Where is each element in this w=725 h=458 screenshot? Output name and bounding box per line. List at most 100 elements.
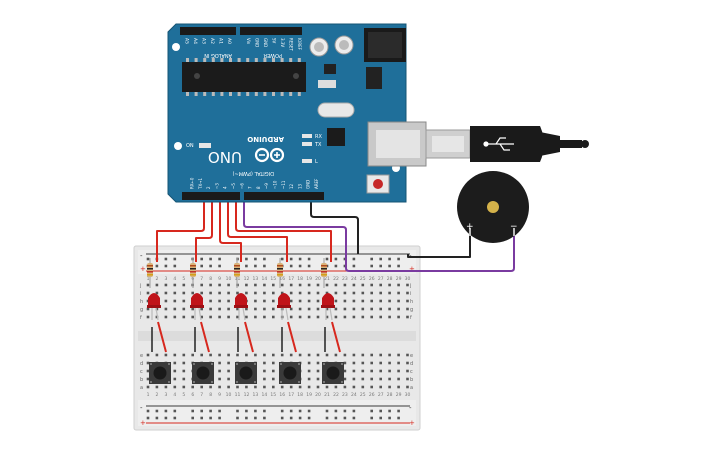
breadboard-hole[interactable] [352,361,356,365]
breadboard-hole[interactable] [352,315,356,319]
wire-pin4-led3[interactable] [219,198,242,262]
breadboard-hole[interactable] [307,377,311,381]
breadboard-hole[interactable] [227,385,230,389]
breadboard-hole[interactable] [209,291,212,295]
rail-hole[interactable] [263,409,266,413]
breadboard-hole[interactable] [200,315,203,319]
rail-hole[interactable] [218,257,221,261]
breadboard-hole[interactable] [397,353,400,357]
breadboard-hole[interactable] [352,369,356,373]
breadboard-hole[interactable] [200,307,203,311]
piezo-buzzer[interactable]: + − [457,171,529,243]
breadboard-hole[interactable] [289,307,293,311]
rail-hole[interactable] [388,257,391,261]
breadboard-hole[interactable] [263,385,266,389]
breadboard-hole[interactable] [388,369,391,373]
breadboard-hole[interactable] [173,299,177,303]
breadboard-hole[interactable] [218,385,221,389]
breadboard-hole[interactable] [146,361,150,365]
breadboard-hole[interactable] [272,315,275,319]
breadboard-hole[interactable] [361,385,365,389]
rail-hole[interactable] [334,257,338,261]
rail-hole[interactable] [245,264,248,268]
red-led[interactable] [190,293,204,321]
breadboard-hole[interactable] [218,291,221,295]
breadboard-hole[interactable] [182,353,186,357]
breadboard-hole[interactable] [361,307,365,311]
rail-hole[interactable] [397,409,400,413]
rail-hole[interactable] [263,257,266,261]
breadboard-hole[interactable] [209,307,212,311]
breadboard-hole[interactable] [316,361,320,365]
breadboard-hole[interactable] [334,315,338,319]
breadboard-hole[interactable] [406,361,409,365]
breadboard-hole[interactable] [155,307,159,311]
rail-hole[interactable] [352,257,356,261]
breadboard-hole[interactable] [236,353,239,357]
breadboard-hole[interactable] [334,307,338,311]
breadboard-hole[interactable] [397,307,400,311]
breadboard-hole[interactable] [298,385,302,389]
rail-hole[interactable] [343,257,347,261]
rail-hole[interactable] [218,264,221,268]
rail-hole[interactable] [388,264,391,268]
breadboard-hole[interactable] [245,307,248,311]
rail-hole[interactable] [307,416,311,420]
rail-hole[interactable] [254,264,257,268]
rail-hole[interactable] [209,409,212,413]
rail-hole[interactable] [379,409,382,413]
breadboard-hole[interactable] [289,299,293,303]
rail-hole[interactable] [200,264,203,268]
wire-led-button[interactable] [200,321,210,353]
rail-hole[interactable] [325,416,329,420]
breadboard-hole[interactable] [370,361,373,365]
breadboard-hole[interactable] [200,291,203,295]
breadboard-hole[interactable] [263,307,266,311]
breadboard-hole[interactable] [191,353,194,357]
wire-led-button[interactable] [244,321,254,353]
wire-gnd-rail[interactable] [310,198,359,254]
breadboard-hole[interactable] [370,385,373,389]
breadboard-hole[interactable] [289,385,293,389]
red-led[interactable] [147,293,161,321]
rail-hole[interactable] [370,257,373,261]
rail-hole[interactable] [334,264,338,268]
breadboard-hole[interactable] [146,283,150,287]
wire-pin2-led1[interactable] [156,198,205,262]
digital-header-high[interactable] [244,192,324,200]
breadboard-hole[interactable] [263,353,266,357]
breadboard-hole[interactable] [352,291,356,295]
breadboard-hole[interactable] [325,385,329,389]
breadboard-hole[interactable] [397,385,400,389]
breadboard-hole[interactable] [316,291,320,295]
breadboard-hole[interactable] [155,291,159,295]
usb-cable[interactable] [425,126,589,162]
breadboard-hole[interactable] [325,353,329,357]
breadboard-hole[interactable] [245,353,248,357]
rail-hole[interactable] [245,257,248,261]
breadboard-hole[interactable] [361,353,365,357]
breadboard-hole[interactable] [325,283,329,287]
rail-hole[interactable] [280,409,284,413]
breadboard-hole[interactable] [164,315,168,319]
push-button[interactable] [192,362,214,384]
rail-hole[interactable] [343,409,347,413]
breadboard-hole[interactable] [173,377,177,381]
breadboard-hole[interactable] [155,353,159,357]
breadboard-hole[interactable] [173,283,177,287]
breadboard-hole[interactable] [298,299,302,303]
breadboard-hole[interactable] [289,283,293,287]
breadboard-hole[interactable] [289,315,293,319]
breadboard-hole[interactable] [289,353,293,357]
breadboard-hole[interactable] [155,283,159,287]
breadboard-hole[interactable] [227,353,230,357]
rail-hole[interactable] [218,409,221,413]
breadboard-hole[interactable] [406,307,409,311]
breadboard-hole[interactable] [325,291,329,295]
breadboard-hole[interactable] [379,385,382,389]
breadboard-hole[interactable] [361,291,365,295]
breadboard-hole[interactable] [164,283,168,287]
breadboard-hole[interactable] [379,307,382,311]
breadboard-hole[interactable] [307,385,311,389]
reset-button[interactable] [373,179,383,189]
